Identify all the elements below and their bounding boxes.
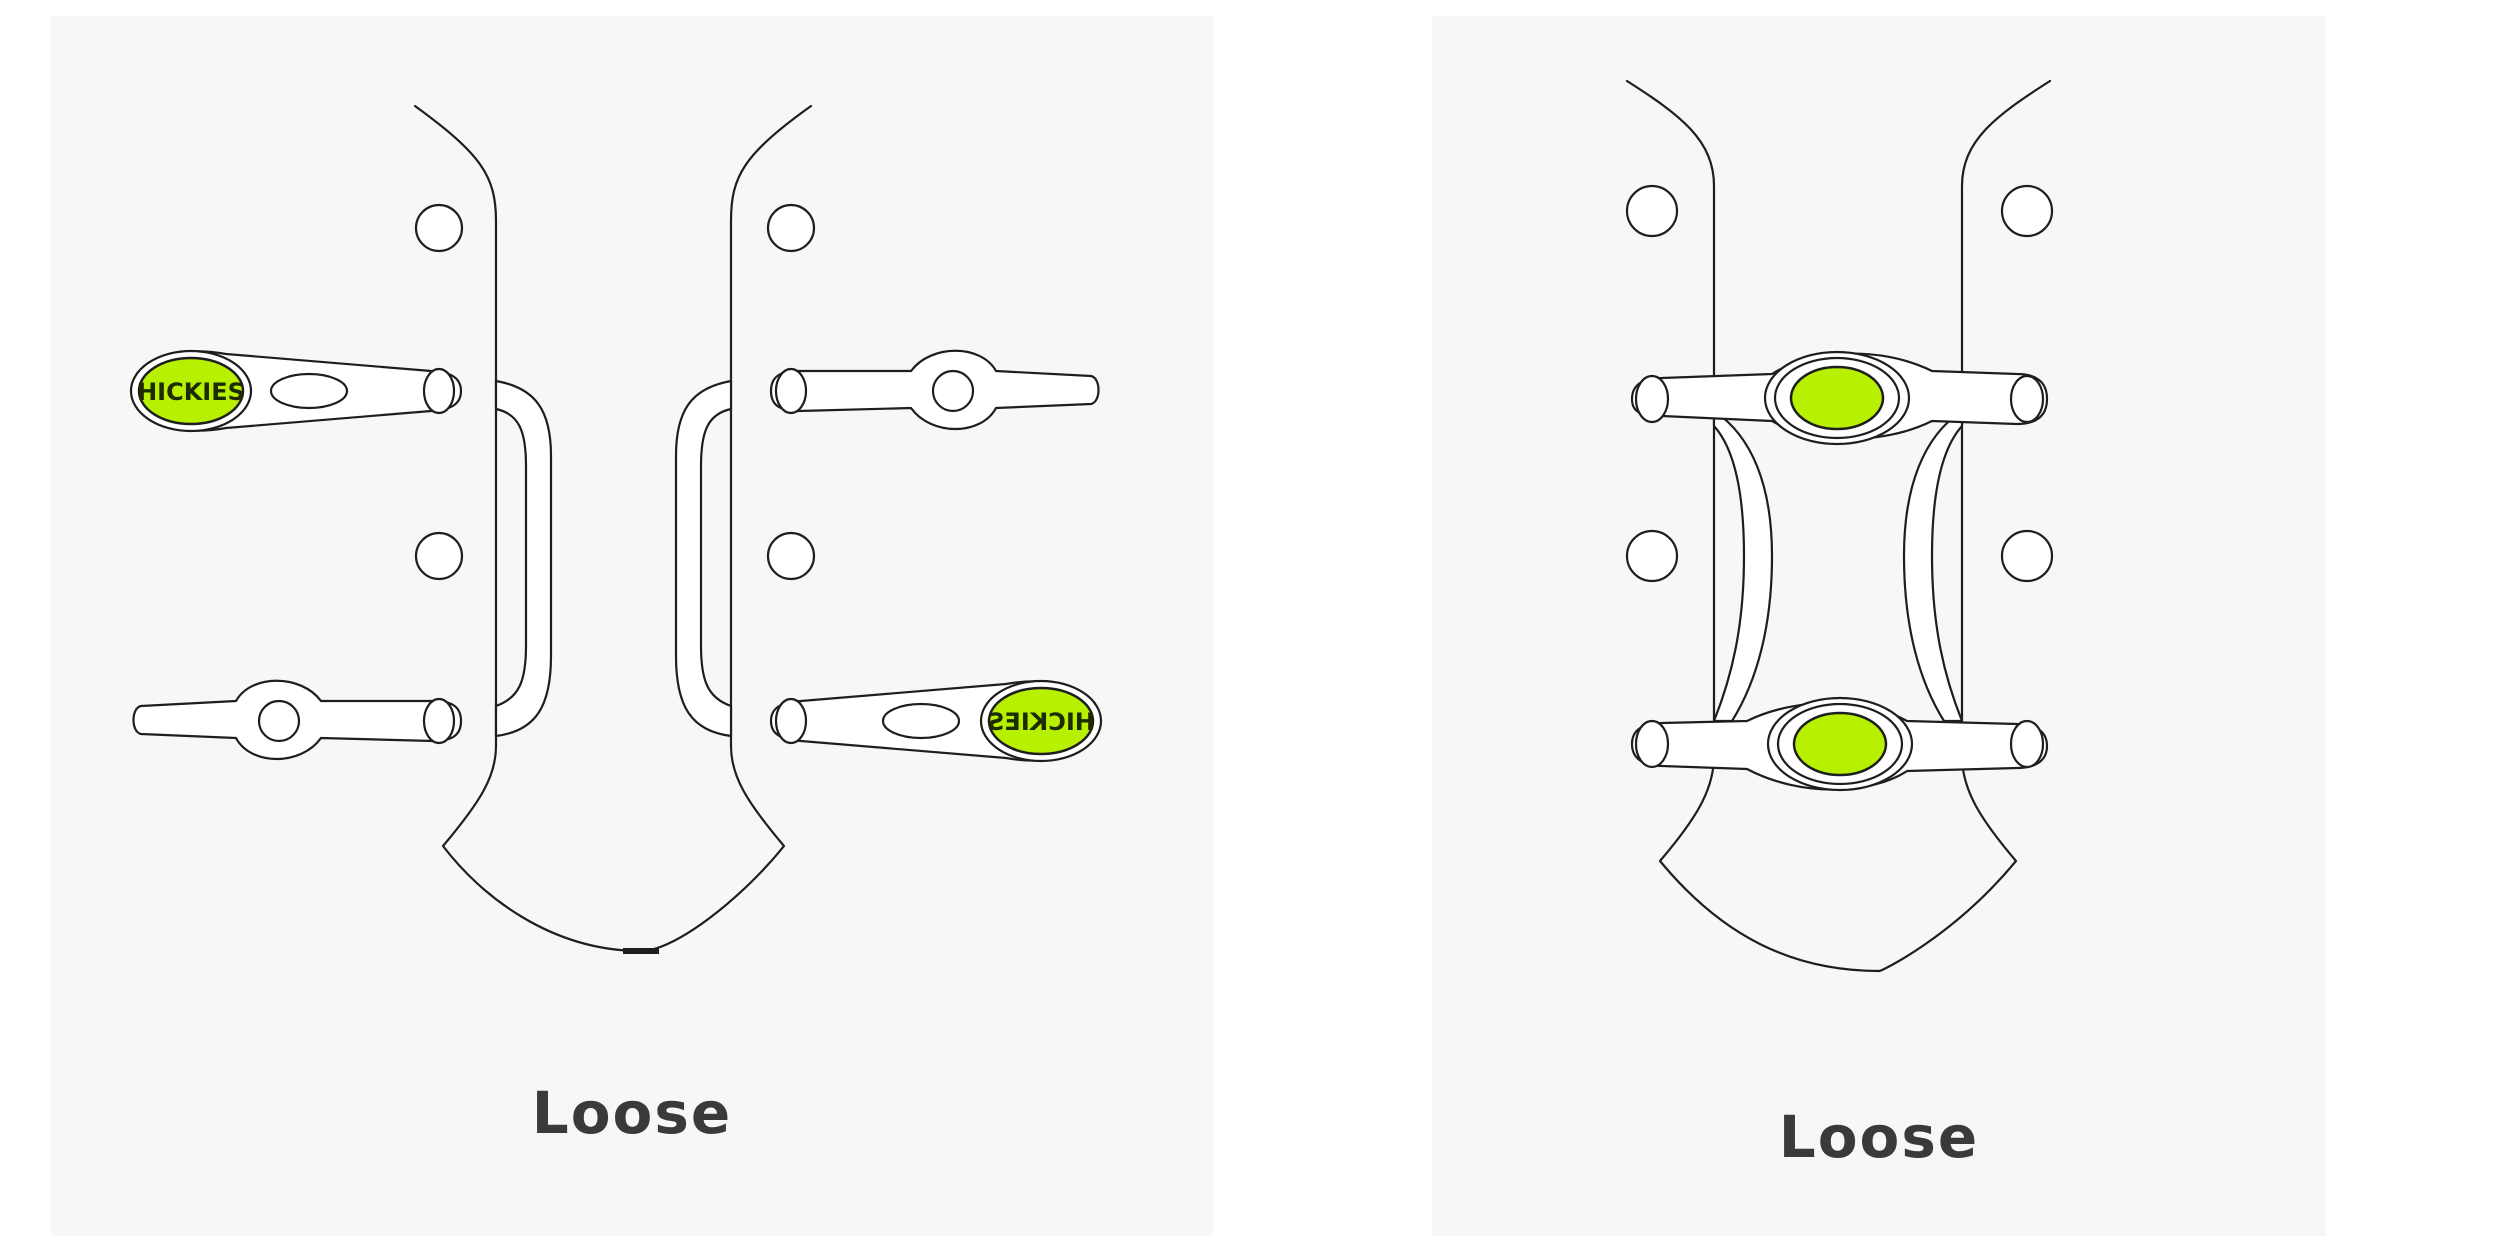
panel-caption: Loose (531, 1079, 733, 1147)
panel-caption: Loose (1778, 1103, 1980, 1171)
eyelet-left-1 (1625, 184, 1679, 238)
shoe-diagram-fastened (1625, 79, 2054, 973)
eyelet-left-3 (1625, 529, 1679, 583)
lace-top-left-brand: HICKIES (137, 378, 245, 406)
lace-bottom-right-head: HICKIES (769, 679, 1103, 763)
eyelet-left-1 (414, 203, 464, 253)
eyelet-right-1 (2000, 184, 2054, 238)
lace-vertical-left (1712, 409, 1774, 723)
lace-bottom-fastened (1630, 696, 2049, 792)
shoe-upper-left-edge (413, 104, 643, 953)
lace-vertical-right (1902, 409, 1964, 723)
lace-bottom-right-accent (987, 686, 1095, 756)
lace-top-fastened (1630, 350, 2049, 446)
lace-bottom-right-brand: HICKIES (987, 708, 1095, 736)
loose-fastened-panel: Loose (1432, 16, 2326, 1236)
lace-top-right-peg (769, 349, 1100, 430)
eyelet-left-3 (414, 531, 464, 581)
shoe-upper-left-edge (1625, 79, 1881, 973)
lace-bottom-left-peg (132, 679, 463, 760)
lace-top-left-head: HICKIES (129, 349, 463, 433)
eyelet-right-1 (766, 203, 816, 253)
lace-loop-left (494, 379, 553, 738)
eyelet-right-3 (766, 531, 816, 581)
lace-top-left-accent (137, 356, 245, 426)
loose-unfastened-panel: HICKIES HICKIES Loose (51, 16, 1213, 1236)
shoe-diagram-unfastened: HICKIES HICKIES (129, 104, 1103, 954)
eyelet-right-3 (2000, 529, 2054, 583)
shoe-upper-right-edge (1877, 79, 2052, 973)
lace-bottom-accent (1792, 711, 1888, 777)
shoe-upper-right-edge (639, 104, 813, 953)
lace-top-accent (1789, 365, 1885, 431)
lace-loop-right (674, 379, 733, 738)
